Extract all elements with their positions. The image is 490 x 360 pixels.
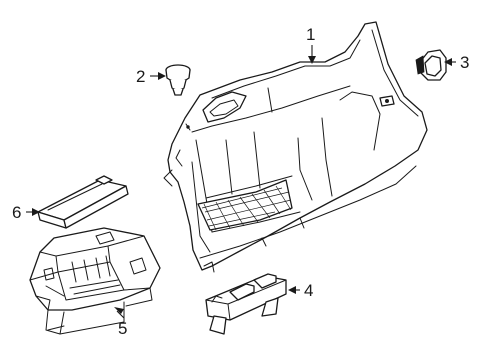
cover-panel (37, 175, 129, 229)
trim-clip (415, 49, 447, 81)
callout-label-6: 6 (12, 203, 21, 222)
callout-4: 4 (288, 281, 313, 300)
callout-label-1: 1 (306, 25, 315, 44)
storage-tray (29, 227, 161, 335)
retainer-clip (165, 64, 191, 96)
callout-label-3: 3 (460, 53, 469, 72)
callout-1: 1 (306, 25, 316, 64)
callout-6: 6 (12, 203, 40, 222)
callout-label-5: 5 (118, 319, 127, 338)
callout-label-4: 4 (304, 281, 313, 300)
callout-3: 3 (444, 53, 469, 72)
callout-label-2: 2 (136, 67, 145, 86)
callout-5: 5 (114, 307, 127, 338)
mounting-bracket (205, 273, 287, 335)
storage-net (197, 179, 293, 231)
callout-2: 2 (136, 67, 166, 86)
quarter-trim-panel (163, 21, 428, 273)
